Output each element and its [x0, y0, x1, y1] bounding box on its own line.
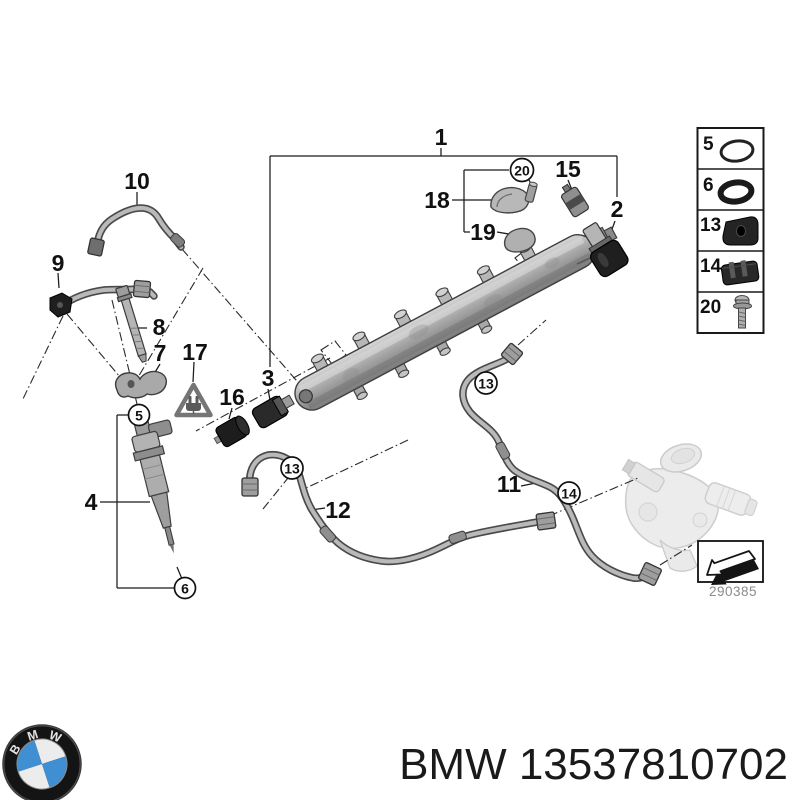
injection-pipe-9	[49, 279, 158, 318]
svg-text:20: 20	[514, 163, 530, 179]
legend-row-6: 6	[703, 175, 755, 205]
callout-16: 16	[219, 384, 245, 410]
circled-callouts: 5 6 13 13 14 20	[127, 157, 581, 600]
svg-text:6: 6	[703, 175, 714, 196]
svg-text:20: 20	[700, 297, 721, 318]
rail-top-ports	[310, 243, 537, 373]
pipe-12-sleeve-b	[448, 530, 467, 544]
callout-10: 10	[124, 168, 150, 194]
rubber-mount-icon	[722, 216, 759, 246]
plug-icon	[186, 396, 201, 414]
svg-text:14: 14	[700, 256, 722, 277]
clamp-lower-19	[503, 227, 536, 253]
callout-8: 8	[153, 314, 166, 340]
callout-circle-5: 5	[127, 403, 151, 427]
pipe-12-nut-left	[241, 477, 259, 497]
direction-arrow-icon	[706, 550, 759, 585]
callout-11: 11	[497, 471, 522, 497]
injection-pipe-10	[87, 204, 186, 257]
svg-text:13: 13	[284, 461, 300, 477]
injection-pipe-11	[459, 342, 662, 586]
legend-row-5: 5	[703, 134, 755, 163]
svg-text:13: 13	[700, 215, 721, 236]
pressure-sensor-2	[582, 222, 629, 278]
callout-circle-13-right: 13	[474, 371, 498, 395]
svg-text:5: 5	[703, 134, 714, 155]
logo-letter-w: W	[47, 728, 63, 745]
svg-text:13: 13	[478, 376, 494, 392]
legend-row-20: 20	[700, 295, 752, 329]
fuel-system-diagram: 1 2 3 4 7 8 9 10 11 12 15 16 17 18 19 5 …	[21, 124, 765, 600]
logo-letter-m: M	[26, 727, 40, 744]
pipe-10-nut	[87, 237, 105, 257]
legend-row-13: 13	[700, 215, 759, 246]
o-ring-thin-icon	[719, 139, 755, 163]
callout-4: 4	[85, 489, 98, 515]
screw-icon	[733, 295, 752, 329]
callout-circle-14: 14	[557, 481, 581, 505]
pipe-10-sleeve	[170, 233, 186, 248]
bmw-logo: B M W	[1, 723, 85, 800]
pipe-clamp-icon	[720, 260, 760, 286]
high-pressure-pump-ghost	[621, 443, 758, 572]
svg-text:14: 14	[561, 486, 577, 502]
pipe-11-sleeve	[495, 441, 511, 460]
warning-triangle-17	[174, 382, 213, 418]
callout-circle-20: 20	[509, 157, 535, 183]
stamp-code: 290385	[709, 584, 757, 599]
fuel-rail	[294, 226, 618, 411]
fuel-injector-4	[131, 419, 175, 554]
callout-19: 19	[470, 219, 496, 245]
seal-ring-icon	[717, 179, 755, 205]
callout-2: 2	[611, 196, 624, 222]
clamp-upper-18	[490, 186, 530, 214]
callout-circle-13-left: 13	[280, 456, 304, 480]
pipe-11-nut-bottom	[638, 562, 662, 586]
sensor-needle	[576, 257, 591, 265]
callout-12: 12	[325, 497, 351, 523]
callout-7: 7	[154, 340, 167, 366]
injector-nozzle-tip	[169, 544, 174, 554]
parts-legend: 5 6 13 14 20	[696, 127, 765, 334]
pipe-12-nut-right	[535, 511, 557, 531]
callout-3: 3	[262, 365, 275, 391]
callout-9: 9	[52, 250, 65, 276]
pipe-9-nut	[132, 279, 152, 299]
part-number-text: BMW 13537810702	[399, 740, 788, 789]
rail-end-bore	[298, 389, 313, 404]
plug-3	[251, 394, 295, 429]
bushing-15	[561, 183, 589, 218]
mounting-bolt-8	[115, 284, 147, 363]
callout-18: 18	[424, 187, 450, 213]
callout-15: 15	[555, 156, 581, 182]
callout-17: 17	[182, 339, 208, 365]
injection-pipe-12	[241, 450, 557, 566]
legend-row-14: 14	[700, 256, 760, 286]
callout-1: 1	[435, 124, 448, 150]
pipe-12-sleeve-a	[319, 525, 337, 543]
callout-circle-6: 6	[173, 576, 197, 600]
holddown-clamp-7	[114, 370, 167, 399]
pipe-11-nut-top	[500, 342, 524, 366]
svg-text:5: 5	[135, 408, 143, 424]
svg-text:6: 6	[181, 581, 189, 597]
direction-stamp: 290385	[697, 540, 764, 599]
cap-16	[213, 415, 250, 448]
bolt-20-small	[524, 181, 538, 203]
callout-labels: 1 2 3 4 7 8 9 10 11 12 15 16 17 18 19	[52, 124, 624, 523]
